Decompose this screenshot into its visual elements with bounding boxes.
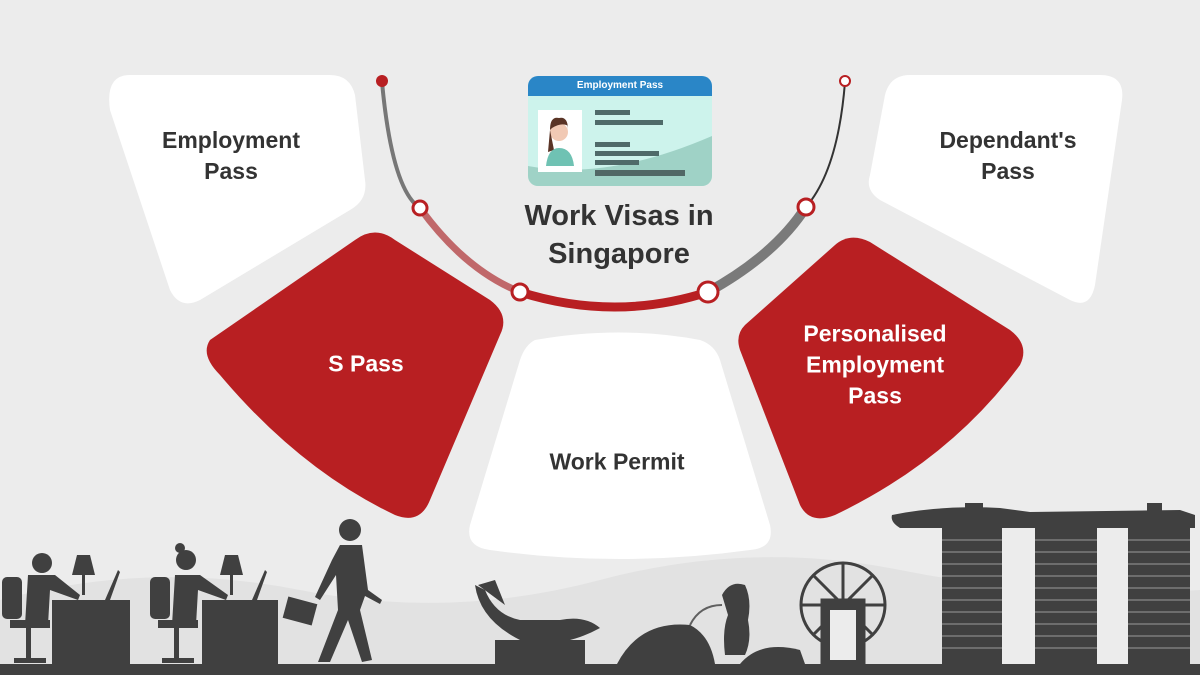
- title-line-2: Singapore: [548, 238, 690, 270]
- segment-dependants-pass-shape: [868, 75, 1123, 303]
- merlion-icon: [689, 583, 805, 664]
- id-card-icon: Employment Pass: [528, 76, 712, 186]
- timeline-node-6: [839, 75, 851, 87]
- timeline-node-3: [510, 282, 530, 302]
- timeline-node-4: [696, 280, 720, 304]
- singapore-flyer-icon: [799, 561, 887, 666]
- title-line-1: Work Visas in: [524, 200, 714, 232]
- artscience-museum-icon: [475, 580, 600, 664]
- segment-label-line: Employment: [161, 127, 301, 153]
- segment-label-line: Personalised: [803, 320, 947, 347]
- segment-work-permit: Work Permit: [549, 447, 684, 478]
- segment-label-line: Pass: [848, 382, 902, 409]
- walking-businessman-icon: [282, 519, 382, 662]
- segment-work-permit-shape: [469, 332, 771, 559]
- segment-s-pass-shape: [206, 232, 504, 518]
- timeline-node-5: [796, 197, 816, 217]
- office-worker-icon: [2, 553, 130, 664]
- timeline-node-1: [376, 75, 388, 87]
- segment-label-line: Work Permit: [549, 448, 685, 475]
- segment-personalised-employment-pass: Personalised Employment Pass: [803, 319, 946, 412]
- id-card-header: Employment Pass: [528, 76, 712, 96]
- segment-employment-pass-shape: [109, 75, 366, 304]
- segment-label-line: S Pass: [328, 350, 404, 377]
- page-title: Work Visas in Singapore: [524, 197, 713, 273]
- timeline-node-2: [411, 199, 429, 217]
- esplanade-icon: [617, 624, 715, 664]
- marina-bay-sands-icon: [891, 503, 1195, 664]
- id-card-body: [528, 110, 712, 186]
- segment-dependants-pass: Dependant's Pass: [939, 125, 1076, 187]
- office-worker-female-icon: [150, 543, 278, 664]
- segment-label-line: Dependant's: [939, 127, 1077, 153]
- segment-pep-shape: [738, 237, 1024, 519]
- segment-label-line: Pass: [204, 158, 258, 184]
- segment-s-pass: S Pass: [328, 349, 403, 380]
- segment-employment-pass: Employment Pass: [162, 125, 300, 187]
- segment-label-line: Employment: [805, 351, 945, 378]
- segment-label-line: Pass: [981, 158, 1035, 184]
